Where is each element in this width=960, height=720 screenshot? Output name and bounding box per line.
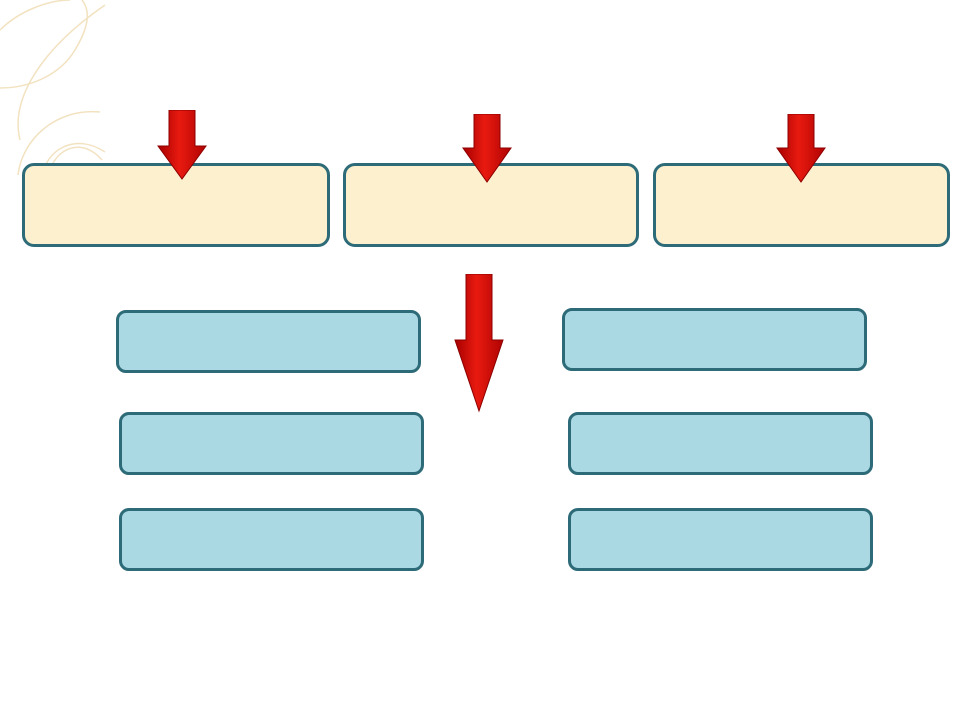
right-box-2: [568, 412, 873, 475]
left-box-1: [116, 310, 421, 373]
left-box-3: [119, 508, 424, 571]
right-box-1: [562, 308, 867, 371]
down-arrow-icon: [462, 114, 512, 183]
left-box-2: [119, 412, 424, 475]
down-arrow-icon: [776, 114, 826, 183]
top-box-1: [22, 163, 330, 247]
down-arrow-icon: [454, 274, 504, 413]
down-arrow-icon: [157, 110, 207, 180]
right-box-3: [568, 508, 873, 571]
